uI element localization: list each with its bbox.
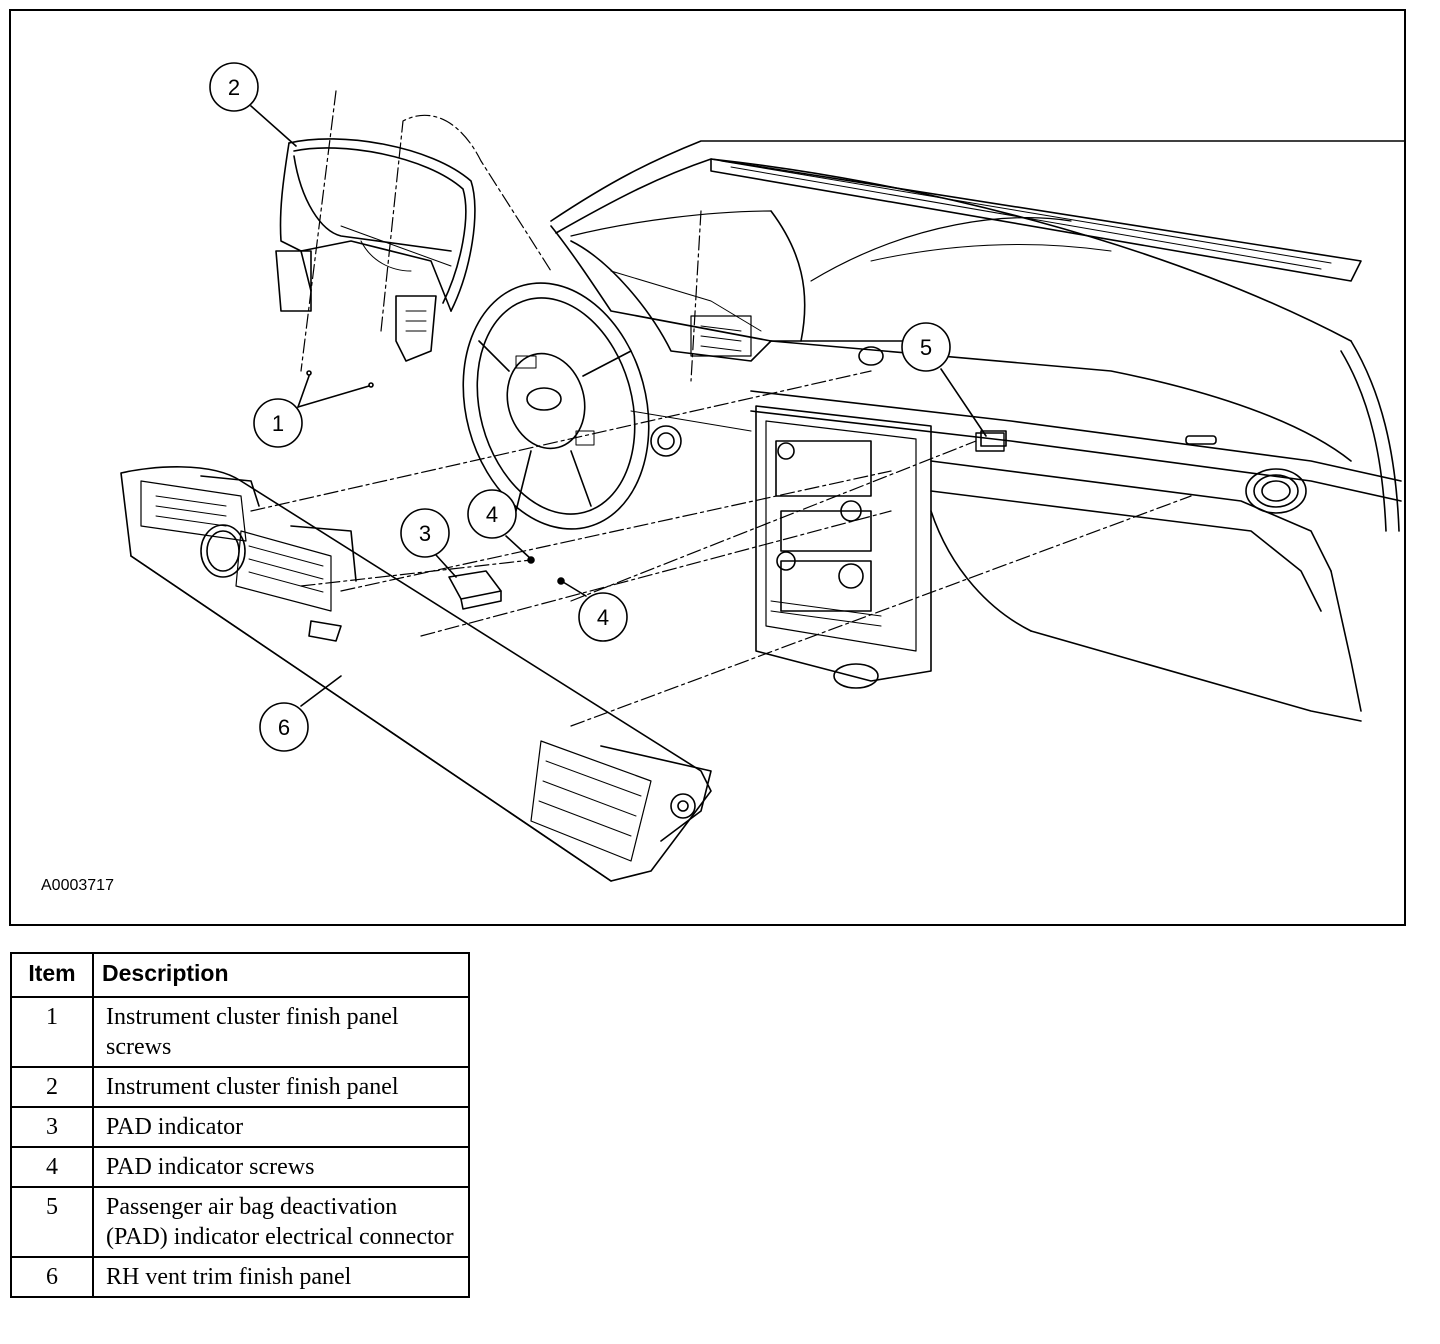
pad-indicator-drawing	[448, 432, 1005, 610]
table-row: 3 PAD indicator	[10, 1106, 470, 1148]
callout-5: 5	[901, 322, 987, 437]
table-row: 5 Passenger air bag deactivation (PAD) i…	[10, 1186, 470, 1258]
callout-6: 6	[259, 675, 342, 752]
table-row: 1 Instrument cluster finish panel screws	[10, 996, 470, 1068]
legend-item-description: PAD indicator screws	[92, 1146, 470, 1188]
callout-3-label: 3	[419, 521, 431, 546]
callout-3: 3	[400, 508, 457, 578]
callout-1: 1	[253, 375, 370, 448]
legend-item-description: Instrument cluster finish panel screws	[92, 996, 470, 1068]
callout-1-label: 1	[272, 411, 284, 436]
legend-header-description: Description	[92, 952, 470, 998]
callout-4a: 4	[467, 489, 532, 560]
legend-item-number: 2	[10, 1066, 94, 1108]
figure-id-label: A0003717	[41, 877, 114, 894]
dashboard-illustration: 1 2 3 4 4 5 6	[120, 62, 1404, 882]
legend-item-number: 4	[10, 1146, 94, 1188]
legend-item-number: 5	[10, 1186, 94, 1258]
legend-item-description: Instrument cluster finish panel	[92, 1066, 470, 1108]
alignment-lines	[250, 90, 1192, 727]
callout-4a-label: 4	[486, 502, 498, 527]
steering-wheel-drawing	[462, 282, 650, 530]
callout-5-label: 5	[920, 335, 932, 360]
legend-item-number: 3	[10, 1106, 94, 1148]
callout-2: 2	[209, 62, 297, 147]
callout-2-label: 2	[228, 75, 240, 100]
legend-item-number: 6	[10, 1256, 94, 1298]
callout-4b-label: 4	[597, 605, 609, 630]
callout-4b: 4	[562, 581, 628, 642]
exploded-view-figure: 1 2 3 4 4 5 6	[9, 9, 1406, 926]
legend-item-description: PAD indicator	[92, 1106, 470, 1148]
legend-table: Item Description 1 Instrument cluster fi…	[10, 952, 470, 1298]
legend-header-item: Item	[10, 952, 94, 998]
legend-item-description: RH vent trim finish panel	[92, 1256, 470, 1298]
table-row: 6 RH vent trim finish panel	[10, 1256, 470, 1298]
instrument-panel-drawing	[550, 140, 1404, 722]
legend-item-number: 1	[10, 996, 94, 1068]
cluster-finish-panel-drawing	[275, 138, 476, 388]
callout-6-label: 6	[278, 715, 290, 740]
table-row: 4 PAD indicator screws	[10, 1146, 470, 1188]
legend-header-row: Item Description	[10, 952, 470, 998]
table-row: 2 Instrument cluster finish panel	[10, 1066, 470, 1108]
vent-trim-panel-drawing	[120, 466, 712, 882]
legend-item-description: Passenger air bag deactivation (PAD) ind…	[92, 1186, 470, 1258]
